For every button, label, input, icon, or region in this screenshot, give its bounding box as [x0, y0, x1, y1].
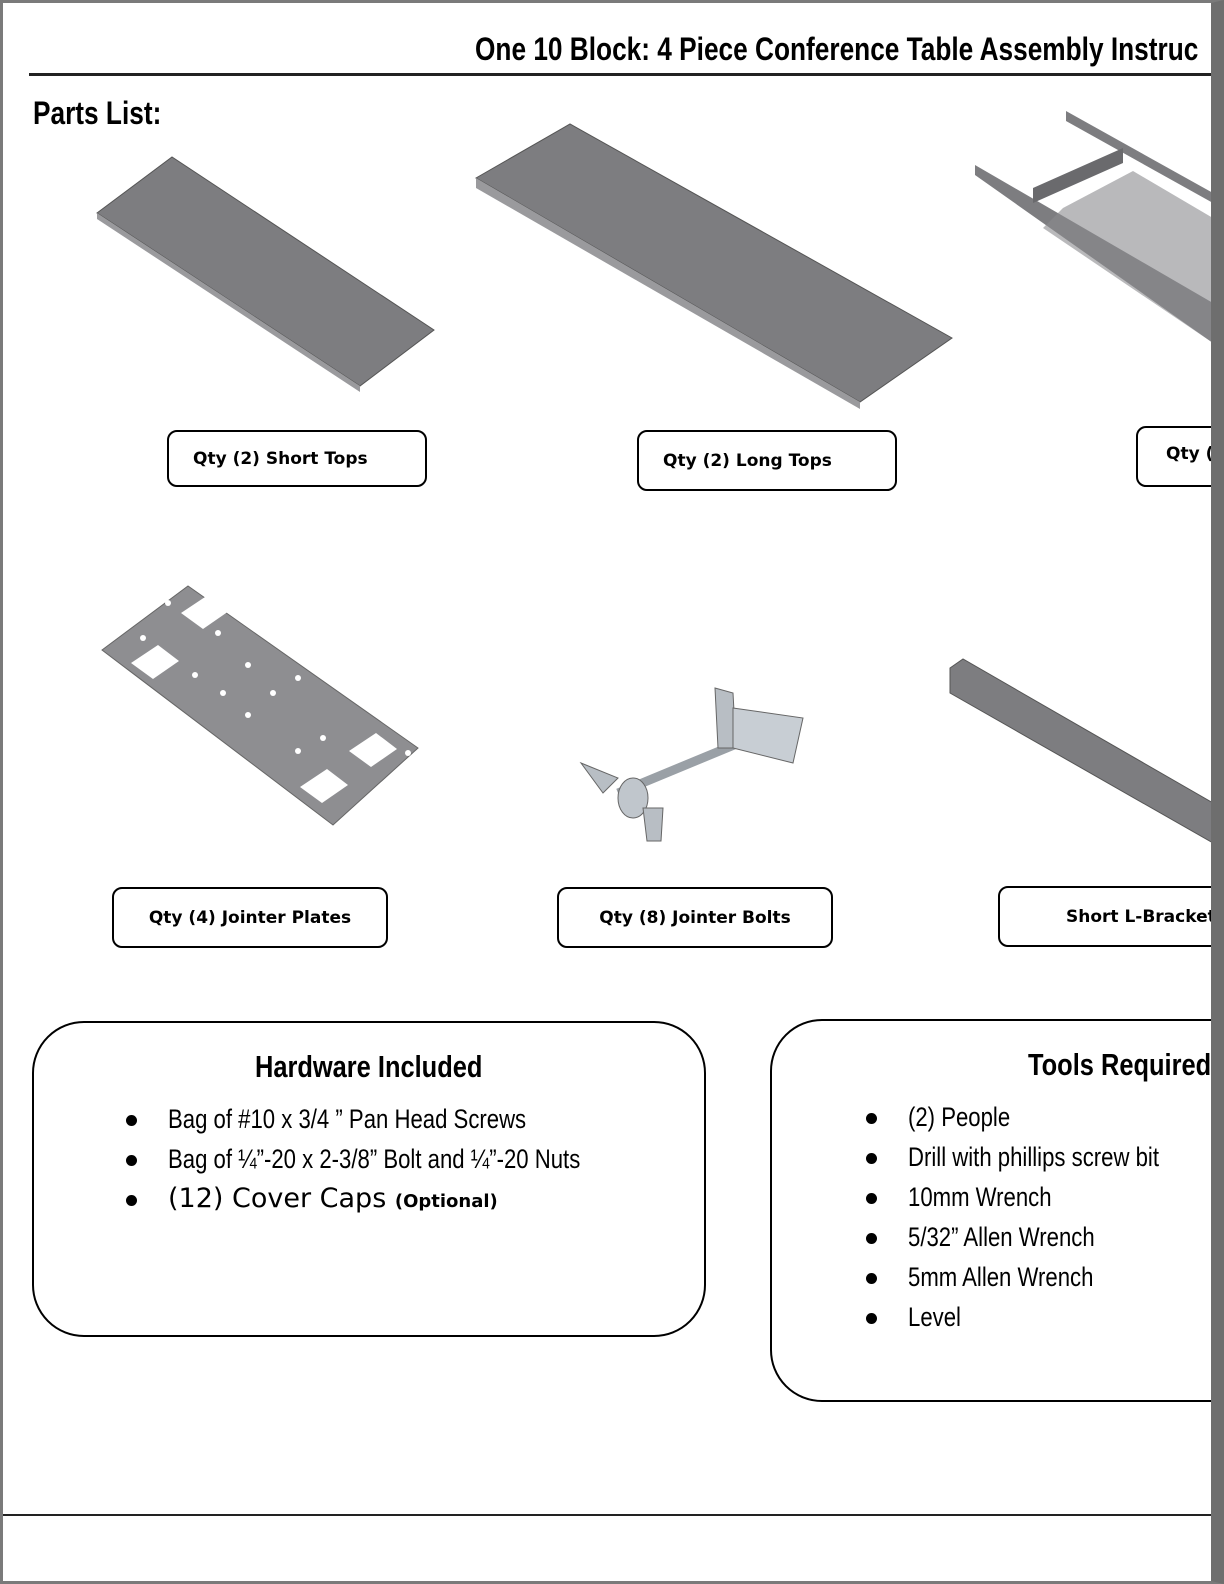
part-label-short-tops: Qty (2) Short Tops — [167, 430, 427, 487]
parts-illustrations — [96, 111, 1211, 843]
part-label-frame: Qty ( — [1136, 426, 1211, 487]
tools-required-box: Tools Required (2) People Drill with phi… — [770, 1019, 1211, 1402]
part-label-jointer-bolts: Qty (8) Jointer Bolts — [557, 887, 833, 948]
tools-heading: Tools Required — [1028, 1047, 1211, 1082]
part-label-jointer-plates: Qty (4) Jointer Plates — [112, 887, 388, 948]
tool-item: Drill with phillips screw bit — [866, 1137, 1211, 1177]
tool-item: Level — [866, 1297, 1211, 1337]
footer-rule — [3, 1514, 1211, 1516]
tools-list: (2) People Drill with phillips screw bit… — [866, 1097, 1211, 1337]
jointer-plate-image — [101, 585, 419, 826]
hardware-item: Bag of #10 x 3/4 ” Pan Head Screws — [126, 1099, 704, 1139]
tool-item: (2) People — [866, 1097, 1211, 1137]
document-page: One 10 Block: 4 Piece Conference Table A… — [3, 3, 1211, 1581]
hardware-heading: Hardware Included — [255, 1049, 483, 1084]
hardware-list: Bag of #10 x 3/4 ” Pan Head Screws Bag o… — [126, 1099, 704, 1219]
frame-image — [975, 111, 1211, 342]
tool-item: 5/32” Allen Wrench — [866, 1217, 1211, 1257]
long-top-image — [475, 123, 953, 409]
short-l-bracket-image — [949, 658, 1211, 843]
document-title: One 10 Block: 4 Piece Conference Table A… — [475, 31, 1199, 67]
part-label-long-tops: Qty (2) Long Tops — [637, 430, 897, 491]
hardware-item: Bag of ¼”-20 x 2-3/8” Bolt and ¼”-20 Nut… — [126, 1139, 704, 1179]
tool-item: 5mm Allen Wrench — [866, 1257, 1211, 1297]
jointer-bolt-image — [579, 687, 804, 842]
hardware-included-box: Hardware Included Bag of #10 x 3/4 ” Pan… — [32, 1021, 706, 1337]
parts-list-heading: Parts List: — [33, 95, 162, 131]
header-rule — [29, 73, 1211, 76]
tool-item: 10mm Wrench — [866, 1177, 1211, 1217]
short-top-image — [96, 156, 435, 392]
hardware-item: (12) Cover Caps (Optional) — [126, 1179, 704, 1219]
part-label-short-l-brackets: Short L-Brackets — [998, 886, 1211, 947]
